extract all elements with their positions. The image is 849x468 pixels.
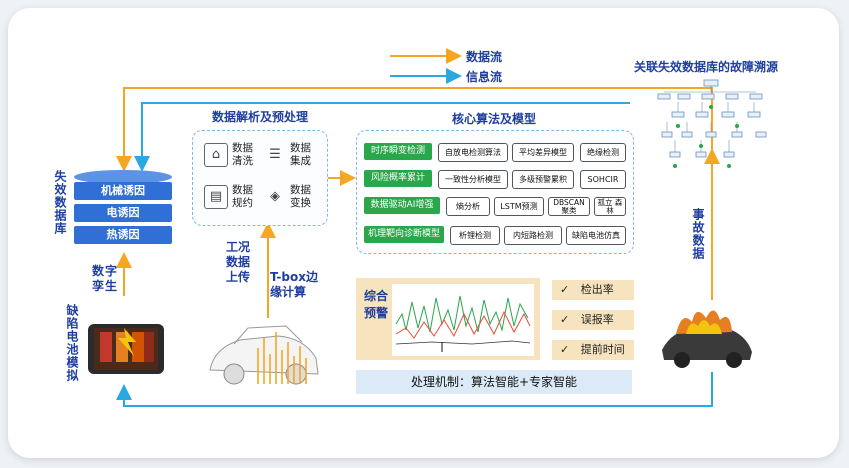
- vehicle-wireframe-image: [209, 325, 319, 385]
- db-band-thermal: 热诱因: [74, 226, 172, 244]
- prep-label-clean: 数据清洗: [232, 142, 253, 167]
- metric-lead-time: ✓ 提前时间: [552, 340, 634, 360]
- parse-title: 数据解析及预处理: [212, 110, 309, 124]
- trace-to-db-arrow: [134, 102, 630, 172]
- database-top-icon: [74, 170, 172, 184]
- core-row-4-item-3: 缺陷电池仿真: [566, 226, 626, 245]
- accident-data-label: 事故数据: [691, 208, 705, 260]
- core-title: 核心算法及模型: [452, 112, 537, 126]
- core-row-4-item-2: 内短路检测: [504, 226, 562, 245]
- metric-false-alarm-rate: ✓ 误报率: [552, 310, 634, 330]
- diamond-icon: ◈: [270, 189, 280, 204]
- warning-signal-plot: [392, 284, 534, 356]
- core-row-3-item-2: LSTM预测: [494, 197, 544, 216]
- prep-item-integrate: ☰ 数据集成: [264, 142, 316, 168]
- core-row-2-item-3: SOHCIR: [580, 170, 626, 189]
- core-row-4-main: 机理靶向诊断模型: [364, 226, 444, 243]
- core-row-1-item-3: 绝缘检测: [580, 143, 626, 162]
- core-row-2-main: 风险概率累计: [364, 170, 432, 187]
- burning-vehicle-image: [662, 310, 752, 368]
- prep-item-transform: ◈ 数据变换: [264, 184, 316, 210]
- core-row-3-main: 数据驱动AI增强: [364, 197, 440, 214]
- db-band-electrical: 电诱因: [74, 204, 172, 222]
- broom-icon: ⌂: [204, 143, 228, 167]
- legend-info-flow-label: 信息流: [466, 70, 503, 84]
- core-row-4-item-1: 析锂检测: [450, 226, 500, 245]
- warning-label: 综合预警: [364, 289, 389, 320]
- prep-label-reduce: 数据规约: [232, 184, 253, 209]
- accident-to-db-arrow: [116, 87, 713, 300]
- prep-label-transform: 数据变换: [290, 184, 311, 209]
- db-side-label: 失效数据库: [53, 170, 67, 235]
- metric-label-detection: 检出率: [580, 283, 614, 296]
- prep-item-reduce: ▤ 数据规约: [204, 184, 258, 210]
- check-icon: ✓: [560, 313, 570, 326]
- document-icon: ▤: [204, 185, 228, 209]
- digital-twin-label: 数字孪生: [92, 264, 119, 293]
- db-band-mechanical: 机械诱因: [74, 182, 172, 200]
- defect-sim-label: 缺陷电池模拟: [65, 304, 79, 382]
- mechanism-bar: 处理机制：算法智能+专家智能: [356, 370, 632, 394]
- core-row-3-item-4: 孤立 森林: [594, 197, 626, 216]
- core-row-1-item-1: 自放电检测算法: [438, 143, 508, 162]
- defect-battery-image: [88, 324, 164, 374]
- core-row-3-item-1: 熵分析: [446, 197, 490, 216]
- core-row-3-item-3: DBSCAN 聚类: [548, 197, 590, 216]
- stack-icon: ☰: [269, 147, 281, 162]
- legend-data-flow-label: 数据流: [466, 50, 503, 64]
- bottom-loop-arrow: [116, 372, 713, 407]
- check-icon: ✓: [560, 343, 570, 356]
- fault-tree-graphic: [657, 79, 767, 168]
- condition-upload-label: 工况数据上传: [226, 240, 251, 284]
- metric-label-false-alarm: 误报率: [580, 313, 614, 326]
- tbox-label: T-box边缘计算: [270, 270, 318, 299]
- metric-label-lead-time: 提前时间: [580, 343, 625, 356]
- core-row-1-main: 时序瞬变检测: [364, 143, 432, 160]
- core-row-2-item-2: 多级预警累积: [512, 170, 574, 189]
- trace-title: 关联失效数据库的故障溯源: [634, 60, 779, 74]
- failure-database: 机械诱因 电诱因 热诱因: [74, 170, 172, 252]
- prep-item-clean: ⌂ 数据清洗: [204, 142, 258, 168]
- core-row-1-item-2: 平均差异模型: [512, 143, 574, 162]
- metric-detection-rate: ✓ 检出率: [552, 280, 634, 300]
- prep-label-integrate: 数据集成: [290, 142, 311, 167]
- check-icon: ✓: [560, 283, 570, 296]
- core-row-2-item-1: 一致性分析模型: [438, 170, 508, 189]
- preprocess-box: [192, 130, 328, 226]
